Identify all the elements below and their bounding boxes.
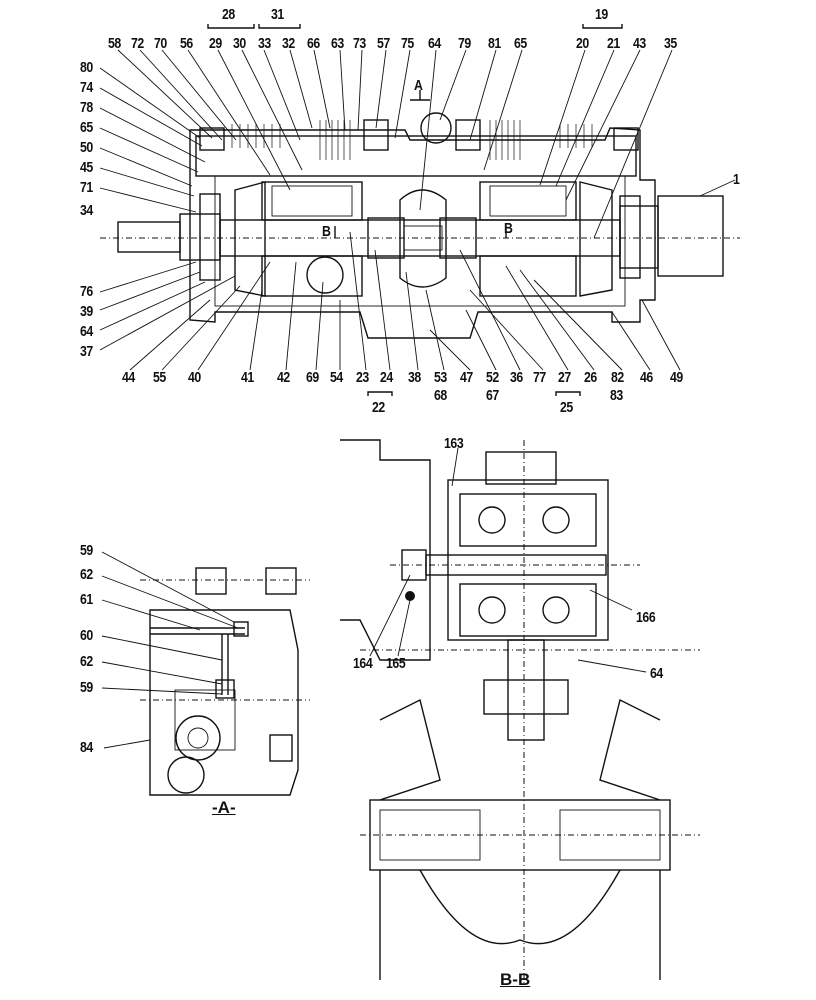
view-a-label-62-top: 62 [80, 566, 93, 583]
label-46: 46 [640, 369, 653, 386]
label-77: 77 [533, 369, 546, 386]
label-39: 39 [80, 303, 93, 320]
label-63: 63 [331, 35, 344, 52]
label-55: 55 [153, 369, 166, 386]
label-64-top: 64 [428, 35, 441, 52]
label-54: 54 [330, 369, 343, 386]
label-69: 69 [306, 369, 319, 386]
view-bb-label-166: 166 [636, 609, 656, 626]
label-74: 74 [80, 79, 93, 96]
label-67: 67 [486, 387, 499, 404]
label-42: 42 [277, 369, 290, 386]
view-bb-label-64: 64 [650, 665, 663, 682]
label-43: 43 [633, 35, 646, 52]
label-81: 81 [488, 35, 501, 52]
label-26: 26 [584, 369, 597, 386]
label-1: 1 [733, 171, 740, 188]
label-75: 75 [401, 35, 414, 52]
view-a-drawing [101, 551, 310, 796]
group-label-25: 25 [560, 399, 573, 416]
label-40: 40 [188, 369, 201, 386]
view-a-label-59-bottom: 59 [80, 679, 93, 696]
view-bb-caption: B-B [500, 970, 531, 989]
label-79: 79 [458, 35, 471, 52]
view-a-label-84: 84 [80, 739, 93, 756]
label-57: 57 [377, 35, 390, 52]
section-mark-b-left: B [322, 223, 331, 240]
label-65-left: 65 [80, 119, 93, 136]
group-label-19: 19 [595, 6, 608, 23]
view-bb-label-163: 163 [444, 435, 464, 452]
label-70: 70 [154, 35, 167, 52]
label-65-top: 65 [514, 35, 527, 52]
label-52: 52 [486, 369, 499, 386]
label-34: 34 [80, 202, 93, 219]
label-27: 27 [558, 369, 571, 386]
label-21: 21 [607, 35, 620, 52]
main-assembly-view [99, 24, 740, 396]
label-53: 53 [434, 369, 447, 386]
label-33: 33 [258, 35, 271, 52]
label-30: 30 [233, 35, 246, 52]
label-64-left: 64 [80, 323, 93, 340]
label-32: 32 [282, 35, 295, 52]
label-76: 76 [80, 283, 93, 300]
label-80: 80 [80, 59, 93, 76]
section-mark-b-right: B [504, 220, 513, 237]
section-mark-a: A [414, 77, 423, 94]
label-41: 41 [241, 369, 254, 386]
label-73: 73 [353, 35, 366, 52]
view-a-label-60: 60 [80, 627, 93, 644]
view-a-caption: -A- [212, 798, 236, 817]
group-label-31: 31 [271, 6, 284, 23]
label-45: 45 [80, 159, 93, 176]
label-82: 82 [611, 369, 624, 386]
label-29: 29 [209, 35, 222, 52]
label-24: 24 [380, 369, 393, 386]
label-36: 36 [510, 369, 523, 386]
label-20: 20 [576, 35, 589, 52]
label-44: 44 [122, 369, 135, 386]
label-38: 38 [408, 369, 421, 386]
label-83: 83 [610, 387, 623, 404]
label-50: 50 [80, 139, 93, 156]
label-66: 66 [307, 35, 320, 52]
group-label-28: 28 [222, 6, 235, 23]
view-a-label-62-bottom: 62 [80, 653, 93, 670]
label-49: 49 [670, 369, 683, 386]
label-68: 68 [434, 387, 447, 404]
label-35: 35 [664, 35, 677, 52]
view-bb-label-165: 165 [386, 655, 406, 672]
group-label-22: 22 [372, 399, 385, 416]
label-37: 37 [80, 343, 93, 360]
label-56: 56 [180, 35, 193, 52]
view-a-label-61: 61 [80, 591, 93, 608]
label-47: 47 [460, 369, 473, 386]
label-78: 78 [80, 99, 93, 116]
view-a-label-59-top: 59 [80, 542, 93, 559]
label-72: 72 [131, 35, 144, 52]
label-23: 23 [356, 369, 369, 386]
label-58: 58 [108, 35, 121, 52]
view-bb-label-164: 164 [353, 655, 373, 672]
label-71: 71 [80, 179, 93, 196]
view-bb-drawing [340, 439, 700, 985]
